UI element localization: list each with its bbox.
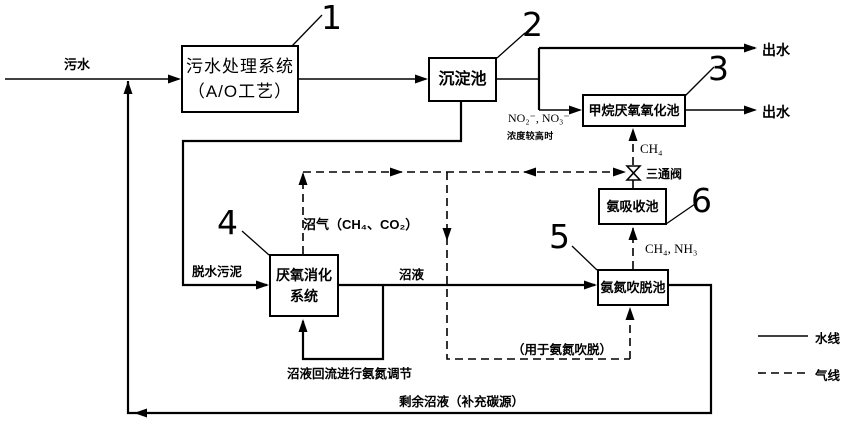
box-label: （A/O工艺）: [187, 82, 293, 101]
label-no2-no3: NO₂⁻, NO₃⁻: [508, 111, 570, 125]
water-lines: [5, 78, 808, 337]
box-label: 甲烷厌氧氧化池: [588, 102, 680, 118]
label-ch4-nh3: CH₄, NH₃: [645, 241, 698, 256]
legend-gas-line-label: 气线: [815, 369, 841, 383]
label-influent: 污水: [64, 57, 91, 72]
water-lines-heavy: [126, 46, 755, 415]
box-label: 氨氮吹脱池: [600, 279, 666, 295]
label-slurry: 沼液: [399, 268, 425, 282]
label-biogas: 沼气（CH₄、CO₂）: [303, 217, 419, 232]
label-ch4: CH₄: [640, 141, 663, 156]
label-surplus-slurry: 剩余沼液（补充碳源）: [399, 395, 525, 409]
legend-water-line-label: 水线: [815, 332, 841, 346]
label-effluent-bottom: 出水: [762, 104, 790, 120]
callout-number-4: 4: [217, 203, 238, 242]
label-three-way-valve: 三通阀: [646, 167, 683, 181]
arrowheads: [123, 43, 757, 418]
three-way-valve-icon: [625, 165, 642, 181]
box-label: 系统: [290, 287, 318, 304]
box-anaerobic-digestion-system: 厌氧消化 系统: [269, 254, 339, 317]
label-effluent-top: 出水: [762, 42, 790, 58]
callout-number-3: 3: [708, 49, 729, 88]
callout-number-1: 1: [321, 0, 342, 37]
callout-lines: [241, 14, 715, 271]
box-methane-anaerobic-oxidation-tank: 甲烷厌氧氧化池: [582, 94, 686, 127]
label-for-ammonia-stripping: （用于氨氮吹脱）: [512, 343, 613, 357]
box-sedimentation-tank: 沉淀池: [428, 57, 497, 102]
callout-number-2: 2: [522, 5, 543, 44]
box-label: 氨吸收池: [606, 198, 659, 214]
label-no2-no3-note: 浓度较高时: [507, 131, 554, 141]
box-label: 污水处理系统: [186, 56, 294, 76]
callout-number-5: 5: [549, 217, 570, 256]
label-slurry-reflux-note: 沼液回流进行氨氮调节: [287, 367, 413, 381]
box-ammonia-stripping-tank: 氨氮吹脱池: [597, 269, 669, 306]
box-sewage-treatment-system: 污水处理系统 （A/O工艺）: [181, 45, 299, 113]
label-dewatered-sludge: 脱水污泥: [192, 265, 243, 279]
callout-number-6: 6: [691, 181, 712, 220]
box-label: 厌氧消化: [276, 266, 332, 283]
box-ammonia-absorption-tank: 氨吸收池: [598, 188, 667, 225]
box-label: 沉淀池: [438, 70, 487, 88]
